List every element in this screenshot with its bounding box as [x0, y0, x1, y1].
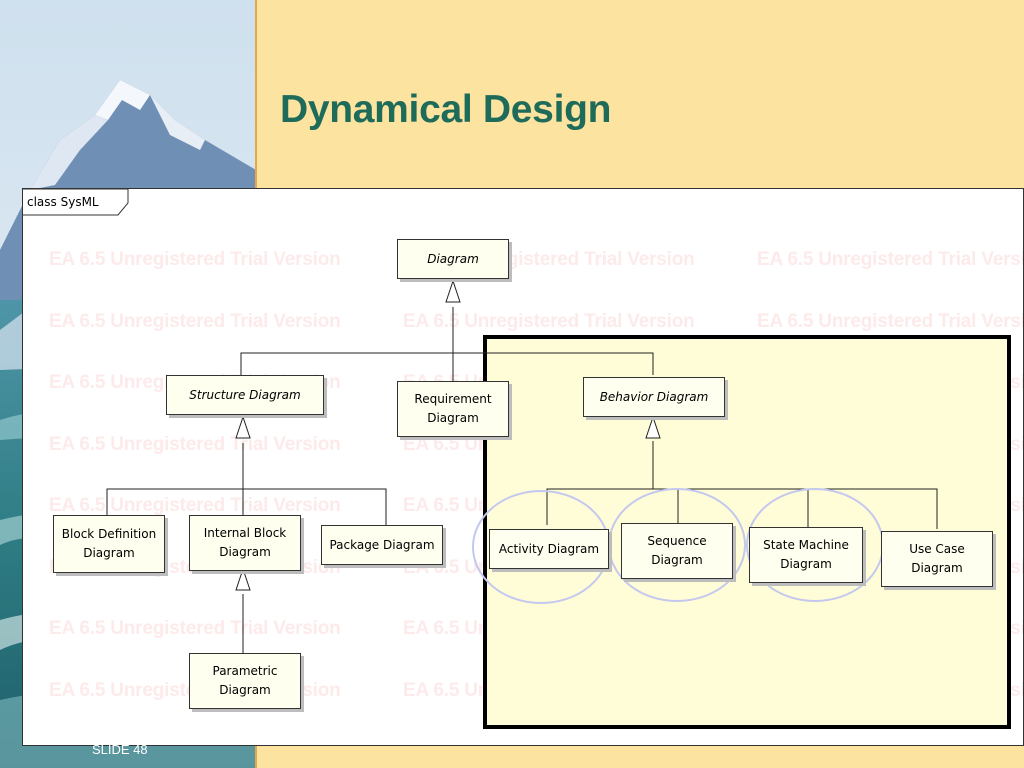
diagram-frame: EA 6.5 Unregistered Trial Version EA 6.5 … [22, 188, 1024, 746]
watermark-text: EA 6.5 Unregistered Trial Version [49, 618, 341, 639]
node-internal-block-diagram: Internal Block Diagram [189, 515, 301, 571]
node-use-case-diagram: Use Case Diagram [881, 531, 993, 587]
watermark-text: EA 6.5 Unregistered Trial Version [403, 310, 695, 332]
node-sequence-diagram: Sequence Diagram [621, 523, 733, 579]
node-diagram: Diagram [397, 239, 509, 279]
node-requirement-diagram: Requirement Diagram [397, 381, 509, 437]
watermark-text: EA 6.5 Unregistered Trial Version [49, 249, 341, 270]
watermark-text: EA 6.5 Unregistered Trial Version [757, 249, 1024, 270]
watermark-text: EA 6.5 Unregistered Trial Version [49, 495, 341, 516]
watermark-text: EA 6.5 Unregistered Trial Version [49, 433, 341, 455]
frame-label: class SysML [27, 195, 99, 209]
frame-tab [23, 189, 129, 216]
slide-title: Dynamical Design [280, 88, 612, 131]
watermark-text: EA 6.5 Unregistered Trial Version [49, 310, 341, 332]
node-block-definition-diagram: Block Definition Diagram [53, 515, 165, 573]
diagram-connectors [106, 279, 938, 653]
node-parametric-diagram: Parametric Diagram [189, 653, 301, 709]
slide-number: SLIDE 48 [92, 742, 148, 757]
node-package-diagram: Package Diagram [321, 525, 443, 565]
watermark-text: EA 6.5 Unregistered Trial Version [757, 310, 1024, 332]
highlight-ellipse-sequence [608, 488, 746, 602]
node-structure-diagram: Structure Diagram [166, 375, 324, 415]
node-state-machine-diagram: State Machine Diagram [749, 527, 863, 583]
node-activity-diagram: Activity Diagram [489, 529, 609, 569]
node-behavior-diagram: Behavior Diagram [583, 377, 725, 417]
